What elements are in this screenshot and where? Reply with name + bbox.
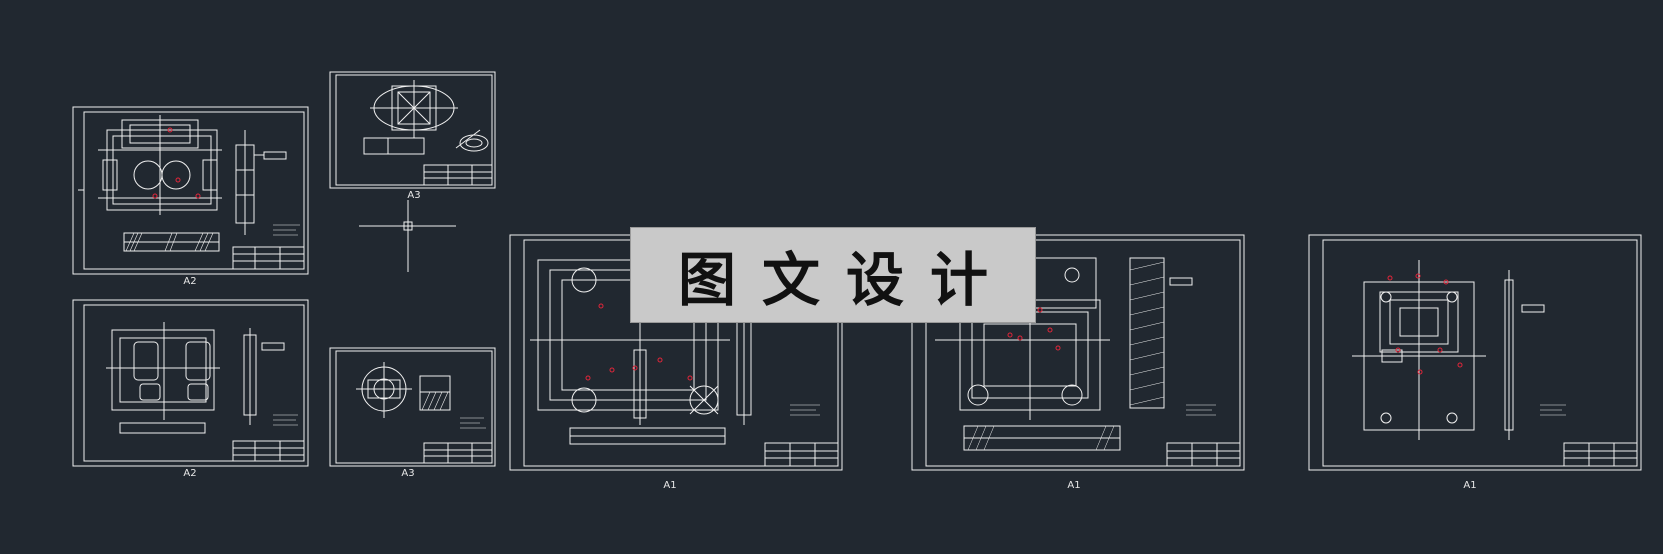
sheet-label-a3-bottom: A3	[401, 468, 415, 479]
sheet-a1-right[interactable]	[1308, 234, 1642, 471]
ucs-crosshair-icon	[359, 200, 456, 272]
sheet-a1-middle[interactable]	[911, 234, 1245, 471]
watermark-text: 图文设计	[677, 246, 1014, 314]
sheet-label-a3-top: A3	[407, 190, 421, 201]
watermark-banner: 图文设计	[630, 227, 1036, 323]
sheet-label-a1-right: A1	[1463, 480, 1477, 491]
sheet-label-a1-middle: A1	[1067, 480, 1081, 491]
sheet-a2-bottom[interactable]	[72, 299, 309, 467]
sheet-a2-top[interactable]	[72, 106, 309, 275]
sheet-a3-bottom[interactable]	[329, 347, 496, 467]
sheet-label-a2-bottom: A2	[183, 468, 197, 479]
sheet-a3-top[interactable]	[329, 71, 496, 189]
hole-center-marks	[152, 127, 1463, 381]
sheet-label-a1-left: A1	[663, 480, 677, 491]
sheet-label-a2-top: A2	[183, 276, 197, 287]
